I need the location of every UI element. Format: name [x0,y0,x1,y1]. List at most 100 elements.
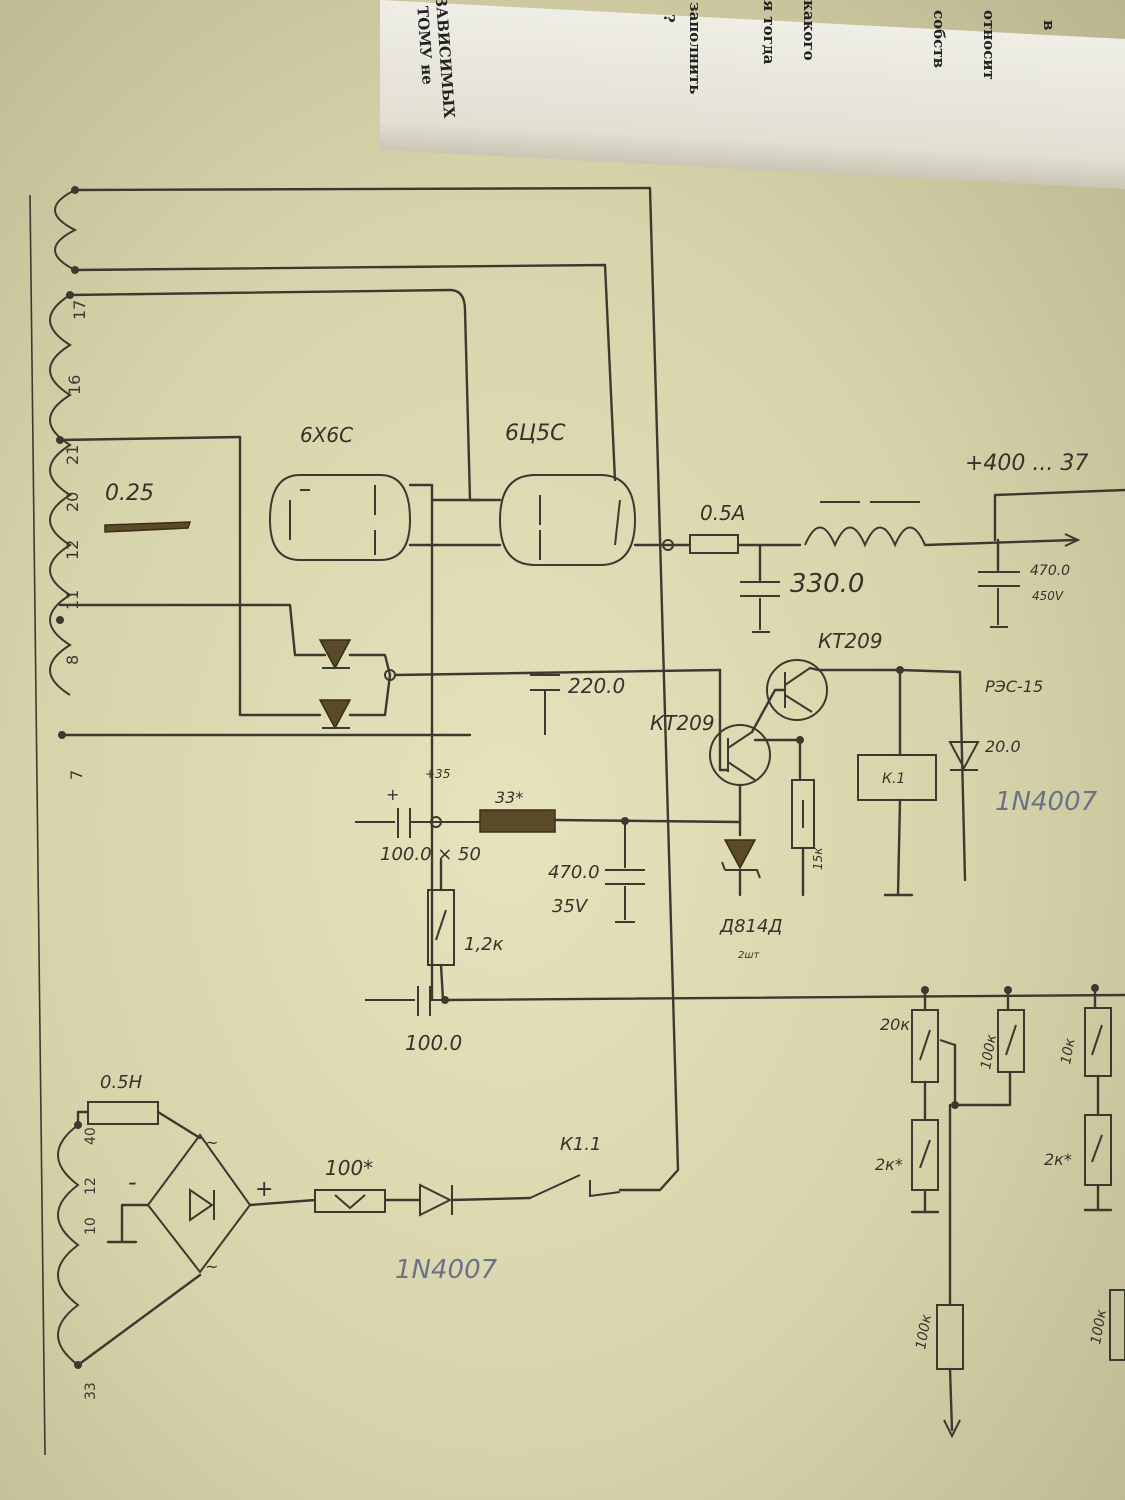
fuse-main [689,534,739,554]
ground-bridge [106,1203,150,1244]
label-cap-220: 220.0 [568,674,625,698]
label-cap-470-value: 470.0 [548,862,600,883]
wire-3 [68,288,482,502]
book-text-3: ? [660,14,678,23]
label-output-voltage: +400 ... 37 [965,451,1088,476]
resistor-10k [1084,1007,1112,1077]
wire-node [408,483,434,1002]
wire-aux-bridge-2 [76,1273,202,1367]
tap-label: 12 [63,540,82,560]
tap-label: 20 [63,492,82,512]
wire-relay [883,668,914,897]
label-minus: - [128,1168,137,1196]
resistor-heater [104,521,192,533]
label-node-v: +35 [425,767,450,781]
label-100k-b: 100к [913,1313,935,1351]
wire-t-link [750,688,787,734]
relay-coil [857,754,937,801]
zener [723,839,757,870]
label-tilde-2: ~ [205,1257,218,1276]
label-res-100-star: 100* [325,1156,373,1180]
label-cap-470-voltage: 35V [552,896,589,917]
choke [804,526,926,548]
tube-label-power: 6Ц5С [505,421,566,446]
label-20k: 20к [880,1015,910,1034]
node-35 [430,816,442,828]
cap-100-50 [355,808,480,838]
label-relay-coil: К.1 [882,771,905,787]
wire-rn-mid [923,1074,1100,1122]
wire-diode-bottom [450,1196,532,1202]
transformer-aux [57,1121,82,1369]
label-contact: К1.1 [560,1134,601,1155]
wire-tube-link [408,498,502,547]
tube-6c5c [498,474,637,566]
wire-wiper [953,1043,1012,1107]
resistor-100k-mark [1005,1024,1017,1056]
label-transistor-left: КТ209 [650,711,715,735]
tap-label: 17 [70,300,89,320]
node-output [662,539,674,551]
tap-label: 16 [65,375,84,395]
book-text-6: какого [800,0,818,61]
arrow-out [1064,533,1081,547]
zener-bar [721,861,761,879]
tap-label: 21 [63,445,82,465]
resistor-2k-b-mark [1091,1134,1103,1163]
cap-filter2 [978,571,1020,628]
label-diode-relay: 1N4007 [995,787,1098,817]
wire-1k2 [439,858,445,1002]
label-2k-b: 2к* [1044,1150,1072,1169]
tap-label-aux: 33 [83,1382,99,1400]
bridge-diode [189,1188,215,1222]
wire-bridge-out [248,1198,317,1207]
label-cap-20: 20.0 [985,737,1021,756]
tap-label-aux: 12 [83,1177,99,1195]
wire-out-up [993,488,1125,542]
label-zener: Д814Д [719,916,782,937]
wire-top [73,186,680,1192]
resistor-2k-b [1084,1114,1112,1186]
label-heater: 0.25 [105,481,154,506]
wire-bias [393,668,722,677]
diode-relay [948,741,980,771]
label-100k: 100к [978,1033,1000,1071]
label-relay-model: РЭС-15 [985,677,1043,696]
relay-contact [529,1174,621,1199]
frame-line [29,194,46,1456]
cap-100 [365,986,443,1016]
label-10k: 10к [1058,1037,1078,1066]
label-cap-filter1: 330.0 [790,569,864,599]
wire-out [923,538,1077,547]
wire-bus [443,993,1125,1002]
label-cap2-voltage: 450V [1032,589,1064,603]
label-plus: + [386,785,399,804]
label-zener-note: 2шт [738,950,761,961]
resistor-33 [479,809,556,833]
wire-aux-bridge [156,1110,202,1140]
resistor-100-mark [334,1194,366,1210]
label-fuse-aux: 0.5Н [100,1072,143,1093]
tap-label: 7 [67,770,86,780]
resistor-10k-mark [1091,1024,1103,1056]
resistor-2k-a-mark [919,1139,931,1169]
wire-relay-diode [958,670,967,882]
bridge-rectifier [146,1133,252,1274]
cap-470 [605,821,645,923]
wire-rn [923,986,1097,1012]
book-text-7: собств [930,10,948,68]
book-text-9: в [1040,20,1058,31]
book-text-5: я тогда [760,0,778,65]
label-diode-bottom: 1N4007 [395,1255,498,1285]
resistor-1k2-mark [435,909,447,941]
tube-label-rectifier: 6Х6С [300,423,353,447]
cap-220 [530,674,560,735]
diode-bottom [419,1183,453,1217]
label-1k2: 1,2к [464,934,504,955]
resistor-100k-b [936,1304,964,1370]
wire-aux-fuse [76,1110,90,1127]
label-fuse-main: 0.5А [700,501,746,525]
book-text-8: относит [980,10,998,80]
